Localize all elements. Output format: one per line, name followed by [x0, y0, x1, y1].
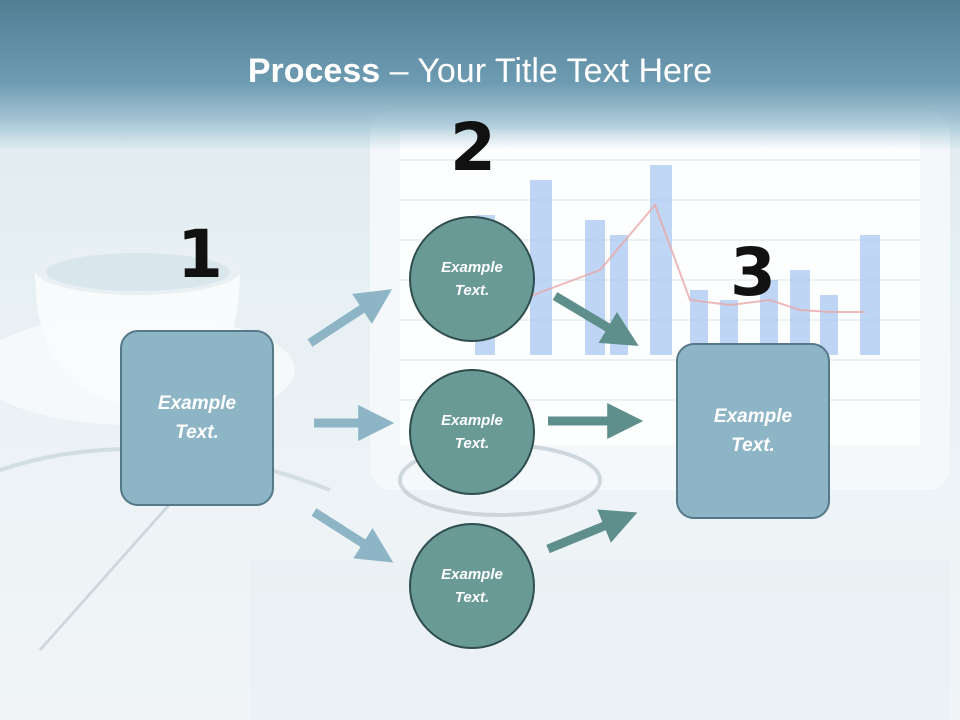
- step-2-circle-middle: Example Text.: [409, 369, 535, 495]
- circle-bottom-text: Example Text.: [441, 566, 503, 606]
- arrow-1-to-top: [307, 289, 393, 347]
- step-1-text: Example Text.: [157, 393, 237, 443]
- arrow-top-to-3: [552, 292, 639, 346]
- circle-middle-text: Example Text.: [441, 412, 503, 452]
- slide-title: Process – Your Title Text Here: [0, 52, 960, 91]
- step-2-circle-top: Example Text.: [409, 216, 535, 342]
- step-1-box: Example Text.: [120, 330, 274, 506]
- step-3-box: Example Text.: [676, 343, 830, 519]
- arrow-bottom-to-3: [546, 509, 638, 554]
- title-bold: Process: [247, 52, 381, 90]
- title-band: [0, 0, 960, 150]
- step-3-text: Example Text.: [713, 406, 793, 456]
- step-2-number: 2: [450, 109, 496, 186]
- arrow-1-to-bottom: [311, 508, 394, 563]
- title-rest: – Your Title Text Here: [380, 52, 713, 90]
- step-1-number: 1: [177, 216, 223, 293]
- step-2-circle-bottom: Example Text.: [409, 523, 535, 649]
- step-3-number: 3: [730, 234, 776, 311]
- circle-top-text: Example Text.: [441, 259, 503, 299]
